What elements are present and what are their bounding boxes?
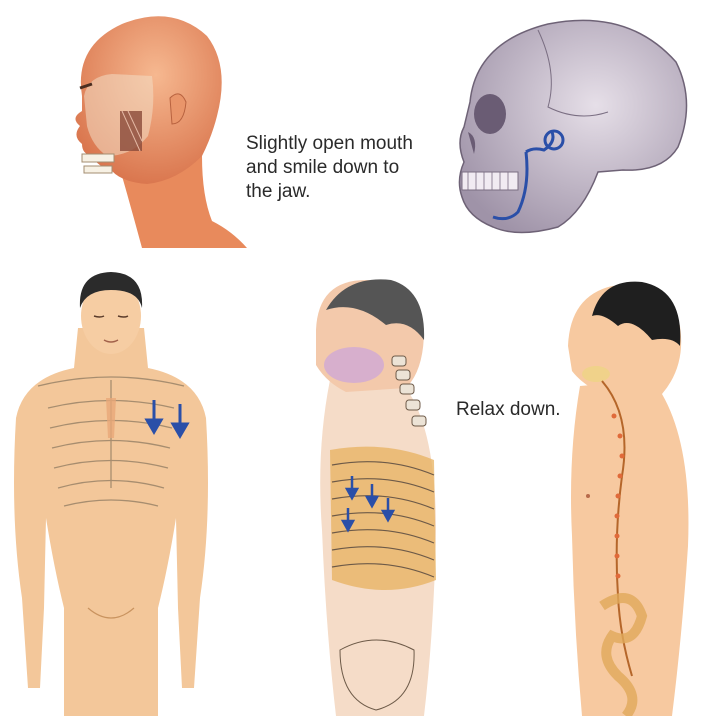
- skull-illustration: [448, 12, 694, 238]
- side-body-illustration: [562, 276, 700, 716]
- head-profile-illustration: [52, 6, 252, 248]
- jaw-instruction-caption: Slightly open mouth and smile down to th…: [246, 132, 436, 204]
- jaw-caption-line-2: and smile down to: [246, 156, 436, 180]
- front-torso-illustration: [8, 268, 214, 716]
- side-torso-illustration: [296, 270, 446, 716]
- jaw-caption-line-1: Slightly open mouth: [246, 132, 436, 156]
- relax-caption: Relax down.: [456, 398, 561, 422]
- jaw-caption-line-3: the jaw.: [246, 180, 436, 204]
